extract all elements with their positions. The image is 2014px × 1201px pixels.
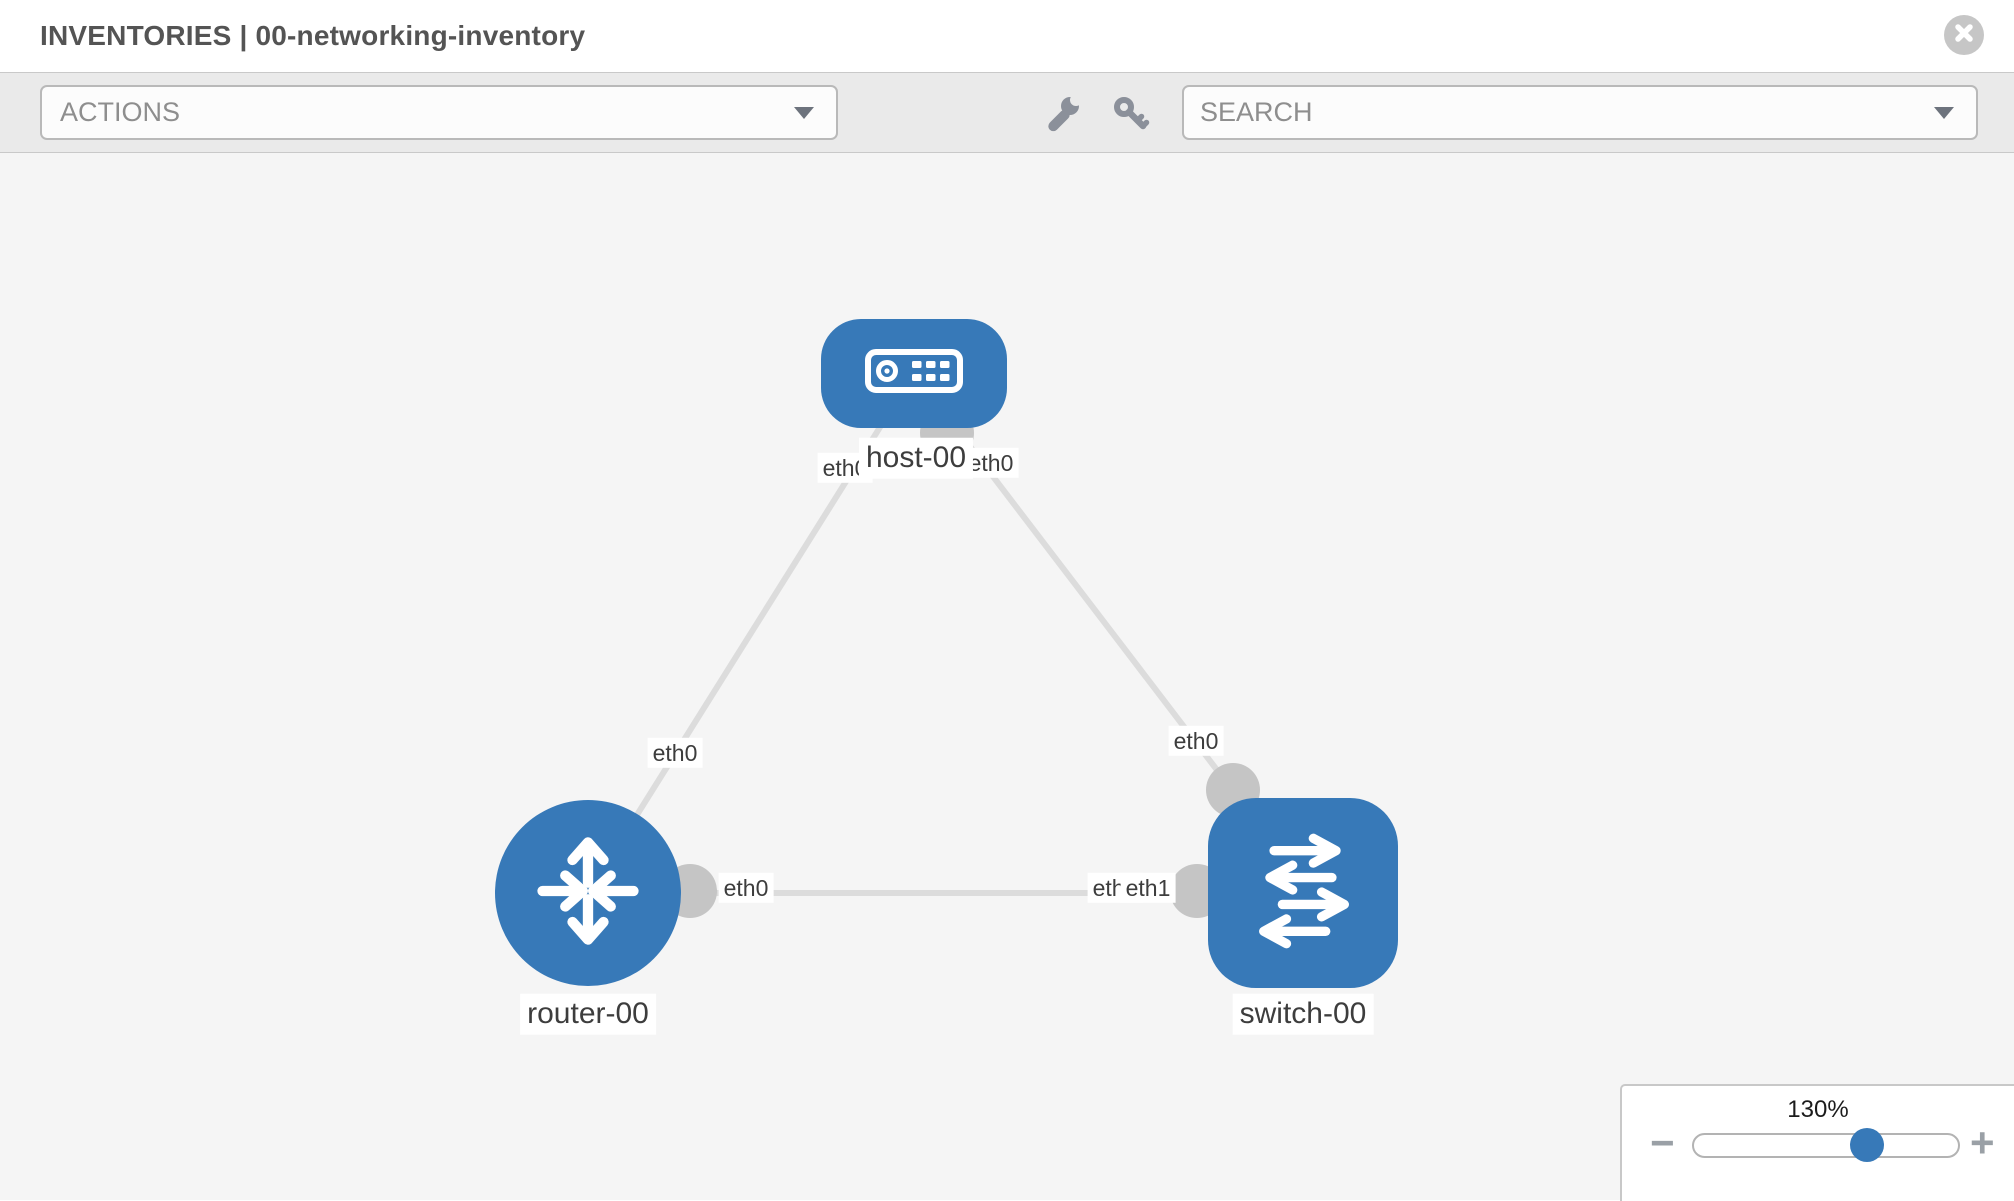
zoom-slider-track[interactable] (1692, 1128, 1960, 1162)
key-icon[interactable] (1112, 95, 1150, 133)
node-router-00[interactable] (495, 800, 681, 986)
header: INVENTORIES | 00-networking-inventory (0, 0, 2014, 72)
iface-label-router-eth0: eth0 (718, 872, 774, 904)
iface-label-switch-eth1: eth1 (1120, 872, 1176, 904)
close-button[interactable] (1944, 15, 1984, 55)
search-box[interactable] (1182, 85, 1978, 140)
chevron-down-icon (1934, 106, 1954, 119)
zoom-slider-thumb[interactable] (1850, 1128, 1884, 1162)
node-label-router-00: router-00 (520, 993, 656, 1035)
actions-dropdown-label: ACTIONS (60, 97, 181, 127)
search-input[interactable] (1184, 96, 1976, 129)
iface-label-router-eth0-uplink: eth0 (647, 737, 703, 769)
node-label-host-00: host-00 (858, 437, 974, 479)
chevron-down-icon (794, 106, 814, 119)
links-layer (585, 371, 1303, 918)
server-icon (864, 348, 964, 399)
page-title: INVENTORIES | 00-networking-inventory (40, 20, 586, 51)
node-host-00[interactable] (821, 319, 1007, 428)
node-switch-00[interactable] (1208, 798, 1398, 988)
zoom-panel: 130% − + (1620, 1084, 2014, 1201)
zoom-out-button[interactable]: − (1650, 1119, 1675, 1166)
close-icon (1954, 23, 1974, 48)
wrench-icon[interactable] (1044, 94, 1082, 133)
node-label-switch-00: switch-00 (1232, 993, 1374, 1035)
switch-icon (1241, 829, 1365, 958)
zoom-level-value: 130% (1787, 1096, 1849, 1123)
zoom-in-button[interactable]: + (1970, 1119, 1995, 1166)
actions-dropdown[interactable]: ACTIONS (40, 85, 838, 140)
iface-label-switch-eth0-uplink: eth0 (1168, 725, 1224, 757)
topology-canvas[interactable]: eth0 eth0 eth0 eth0 eth0 eth0 eth1 host-… (0, 153, 2014, 1201)
router-icon (526, 829, 650, 958)
